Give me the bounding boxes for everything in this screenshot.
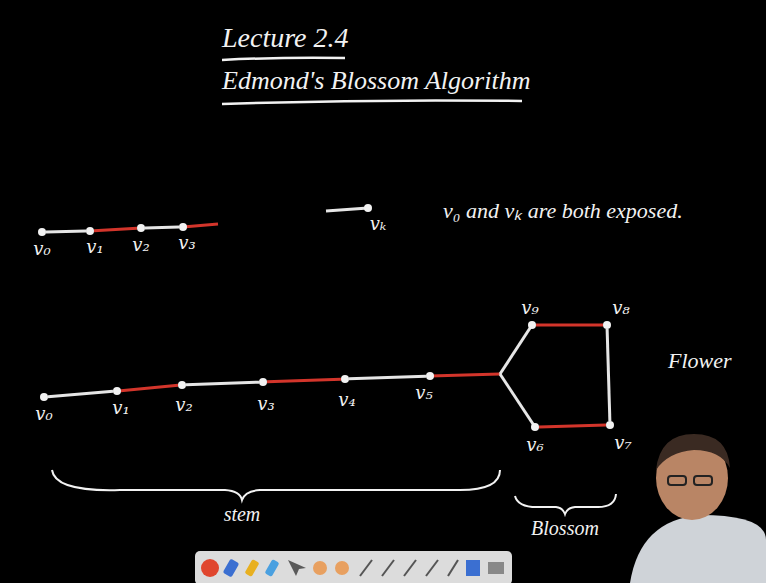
toolbar-icon — [335, 561, 349, 575]
subtitle-underline — [222, 100, 522, 104]
matched-edge — [94, 228, 137, 231]
toolbar-icon — [265, 559, 280, 577]
vertex-label: v₂ — [175, 395, 192, 415]
toolbar-icon — [245, 559, 260, 577]
presenter-glasses — [668, 476, 686, 485]
toolbar-icon — [201, 559, 219, 577]
toolbar-icon — [404, 560, 416, 576]
graph-vertex: v₄ — [341, 375, 349, 383]
vertex-label: v₉ — [521, 298, 538, 318]
toolbar-icon — [288, 560, 306, 576]
graph-vertex: vₖ — [364, 204, 372, 212]
pen-toolbar — [195, 551, 512, 583]
graph-vertex: v₂ — [137, 224, 145, 232]
graph-vertex: v₆ — [531, 423, 539, 431]
annotation: v₀ and vₖ are both exposed. — [443, 198, 683, 223]
unmatched-edge — [500, 325, 532, 374]
graph-vertex: v₅ — [426, 372, 434, 380]
annotation: Flower — [668, 348, 732, 373]
annotation: Blossom — [531, 517, 599, 540]
unmatched-edge — [186, 382, 259, 385]
vertex-label: v₃ — [257, 394, 274, 414]
vertex-label: v₃ — [178, 233, 195, 253]
unmatched-edge-stub — [326, 208, 368, 211]
vertex-label: v₈ — [612, 298, 629, 318]
presenter-body — [630, 515, 766, 583]
toolbar-icon — [223, 559, 240, 578]
graph-vertex: v₂ — [178, 381, 186, 389]
graph-vertex: v₁ — [86, 227, 94, 235]
presenter-glasses — [694, 476, 712, 485]
vertex-label: v₇ — [614, 433, 631, 453]
toolbar-icon — [448, 560, 458, 576]
toolbar-icon — [426, 560, 438, 576]
stem-brace — [52, 470, 500, 500]
toolbar-icon — [360, 560, 372, 576]
unmatched-edge — [349, 376, 426, 379]
unmatched-edge — [48, 391, 113, 396]
graph-vertex: v₃ — [179, 223, 187, 231]
graph-vertex: v₇ — [606, 421, 614, 429]
unmatched-edge — [145, 226, 179, 230]
vertex-label: v₁ — [112, 398, 129, 418]
matched-edge — [430, 374, 500, 376]
title-underline — [222, 58, 345, 60]
matched-edge — [121, 385, 178, 390]
toolbar-icon — [382, 560, 394, 576]
vertex-label: v₂ — [132, 235, 149, 255]
unmatched-edge — [607, 329, 610, 421]
vertex-label: v₀ — [35, 404, 52, 424]
unmatched-edge — [500, 374, 535, 427]
matched-edge — [536, 324, 603, 327]
toolbar-icon — [466, 560, 480, 576]
vertex-label: v₀ — [33, 239, 50, 259]
matched-edge — [267, 379, 341, 382]
presenter-hair — [656, 434, 730, 470]
matched-edge — [539, 425, 606, 427]
vertex-label: v₅ — [415, 383, 432, 403]
graph-vertex: v₈ — [603, 321, 611, 329]
graph-vertex: v₀ — [38, 228, 46, 236]
blossom-brace — [515, 494, 616, 514]
graph-vertex: v₁ — [113, 387, 121, 395]
annotation: stem — [224, 503, 261, 526]
toolbar-icon — [313, 561, 327, 575]
vertex-label: v₁ — [86, 237, 103, 257]
matched-edge-stub — [183, 224, 218, 227]
graph-vertex: v₀ — [40, 393, 48, 401]
lecture-subtitle: Edmond's Blossom Algorithm — [222, 66, 530, 96]
unmatched-edge — [46, 230, 86, 234]
vertex-label: vₖ — [370, 214, 387, 234]
vertex-label: v₄ — [338, 390, 355, 410]
lecture-title: Lecture 2.4 — [222, 22, 349, 54]
vertex-label: v₆ — [526, 435, 543, 455]
graph-vertex: v₃ — [259, 378, 267, 386]
graph-vertex: v₉ — [528, 321, 536, 329]
toolbar-icon — [488, 562, 504, 574]
